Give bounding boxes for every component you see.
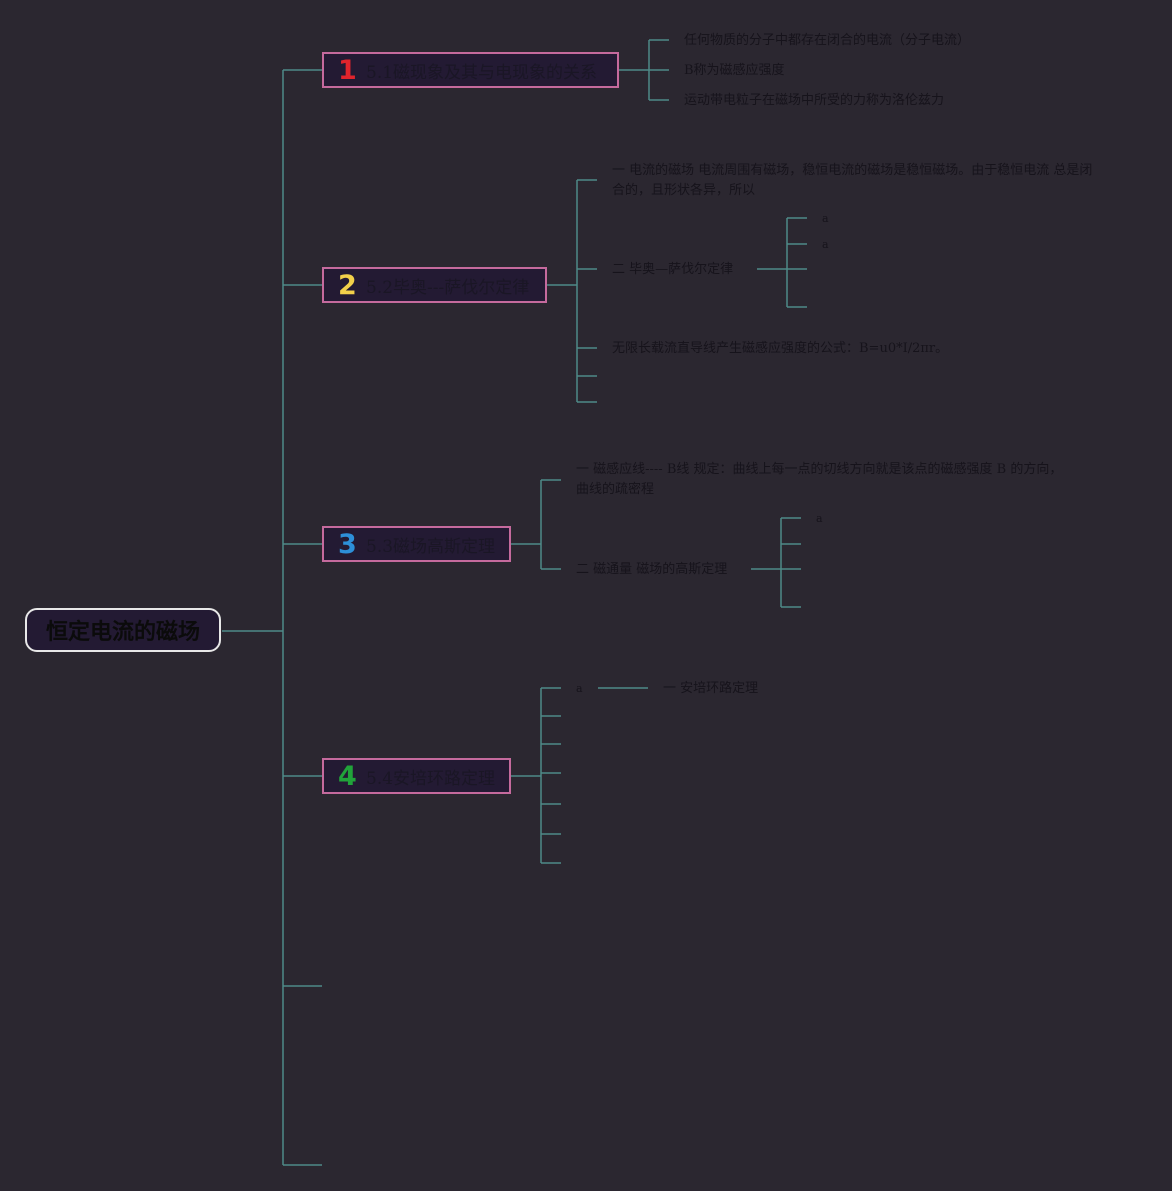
leaf-ampere-circuital-law[interactable]: 一 安培环路定理 bbox=[663, 681, 759, 696]
leaf-sub-a[interactable]: a bbox=[816, 512, 823, 525]
leaf-straight-wire-formula[interactable]: 无限长载流直导线产生磁感应强度的公式：B=u0*I/2πr。 bbox=[612, 341, 949, 356]
topic-label: 5.3磁场高斯定理 bbox=[366, 536, 496, 557]
leaf-sub-a[interactable]: a bbox=[822, 238, 829, 251]
leaf-magnetic-induction[interactable]: B称为磁感应强度 bbox=[684, 63, 785, 78]
topic-label: 5.4安培环路定理 bbox=[366, 768, 496, 789]
leaf-sub-a[interactable]: a bbox=[822, 212, 829, 225]
leaf-biot-savart-law[interactable]: 二 毕奥—萨伐尔定律 bbox=[612, 262, 734, 277]
number-1-icon: 1 bbox=[338, 54, 357, 86]
topic-5-3[interactable]: 3 5.3磁场高斯定理 bbox=[322, 526, 511, 562]
number-4-icon: 4 bbox=[338, 760, 357, 792]
leaf-current-magnetic-field[interactable]: 一 电流的磁场 电流周围有磁场，稳恒电流的磁场是稳恒磁场。由于稳恒电流 总是闭合… bbox=[612, 163, 1093, 198]
number-3-icon: 3 bbox=[338, 528, 357, 560]
topic-5-1[interactable]: 1 5.1磁现象及其与电现象的关系 bbox=[322, 52, 619, 88]
root-node[interactable]: 恒定电流的磁场 bbox=[25, 608, 221, 652]
topic-5-2[interactable]: 2 5.2毕奥---萨伐尔定律 bbox=[322, 267, 547, 303]
root-title: 恒定电流的磁场 bbox=[45, 620, 200, 645]
leaf-field-lines[interactable]: 一 磁感应线---- B线 规定：曲线上每一点的切线方向就是该点的磁感强度 B … bbox=[576, 462, 1063, 497]
leaf-molecular-current[interactable]: 任何物质的分子中都存在闭合的电流（分子电流） bbox=[684, 33, 971, 48]
topic-5-4[interactable]: 4 5.4安培环路定理 bbox=[322, 758, 511, 794]
leaf-magnetic-flux-gauss[interactable]: 二 磁通量 磁场的高斯定理 bbox=[576, 562, 728, 577]
leaf-a[interactable]: a bbox=[576, 682, 583, 695]
topic-label: 5.2毕奥---萨伐尔定律 bbox=[366, 277, 530, 298]
number-2-icon: 2 bbox=[338, 269, 357, 301]
topic-label: 5.1磁现象及其与电现象的关系 bbox=[366, 62, 598, 83]
leaf-lorentz-force[interactable]: 运动带电粒子在磁场中所受的力称为洛伦兹力 bbox=[684, 93, 945, 108]
